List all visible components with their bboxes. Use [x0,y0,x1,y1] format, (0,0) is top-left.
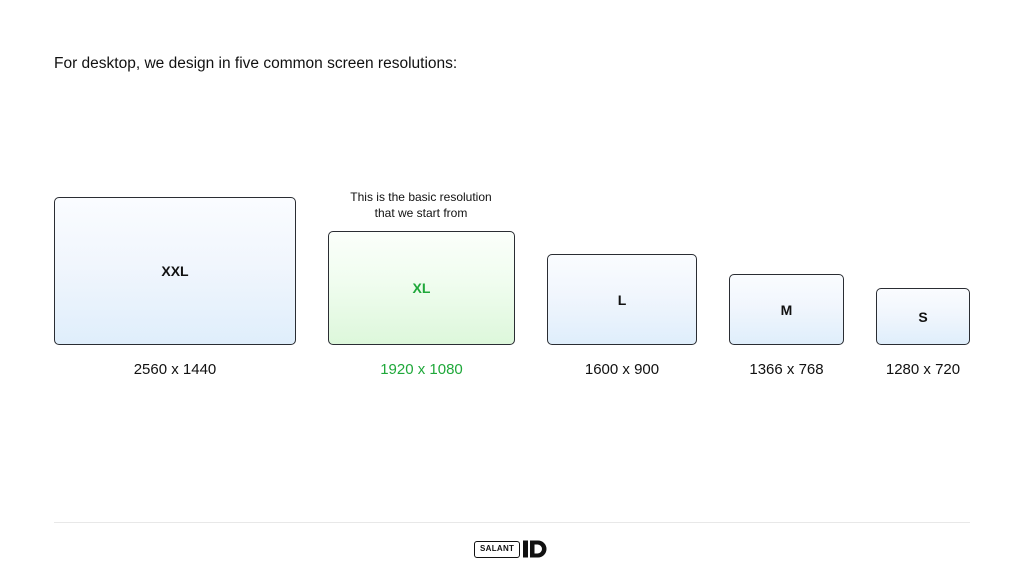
screen-xxl: XXL [54,197,296,345]
screen-xl-label: XL [412,280,431,296]
screen-s-label: S [918,308,928,325]
screen-m: M [729,274,844,345]
screen-l: L [547,254,697,345]
resolution-l: 1600 x 900 [584,361,660,378]
resolution-xl: 1920 x 1080 [380,361,463,378]
footer-divider [54,522,970,523]
brand-wordmark: SALANT [474,540,521,558]
screen-s: S [876,288,970,345]
headline: For desktop, we design in five common sc… [54,55,458,72]
resolution-s: 1280 x 720 [885,361,961,378]
xl-callout-note: This is the basic resolution that we sta… [321,189,521,221]
screen-l-label: L [617,291,627,308]
resolution-m: 1366 x 768 [749,361,824,378]
note-line-1: This is the basic resolution [350,190,492,204]
screen-m-label: M [780,301,793,318]
resolution-xxl: 2560 x 1440 [133,361,217,378]
salant-id-logo: SALANT [474,540,547,558]
note-line-2: that we start from [374,206,468,220]
brand-id-mark-icon [523,540,547,558]
screen-xl: XL [328,231,515,345]
screen-xxl-label: XXL [161,263,189,279]
